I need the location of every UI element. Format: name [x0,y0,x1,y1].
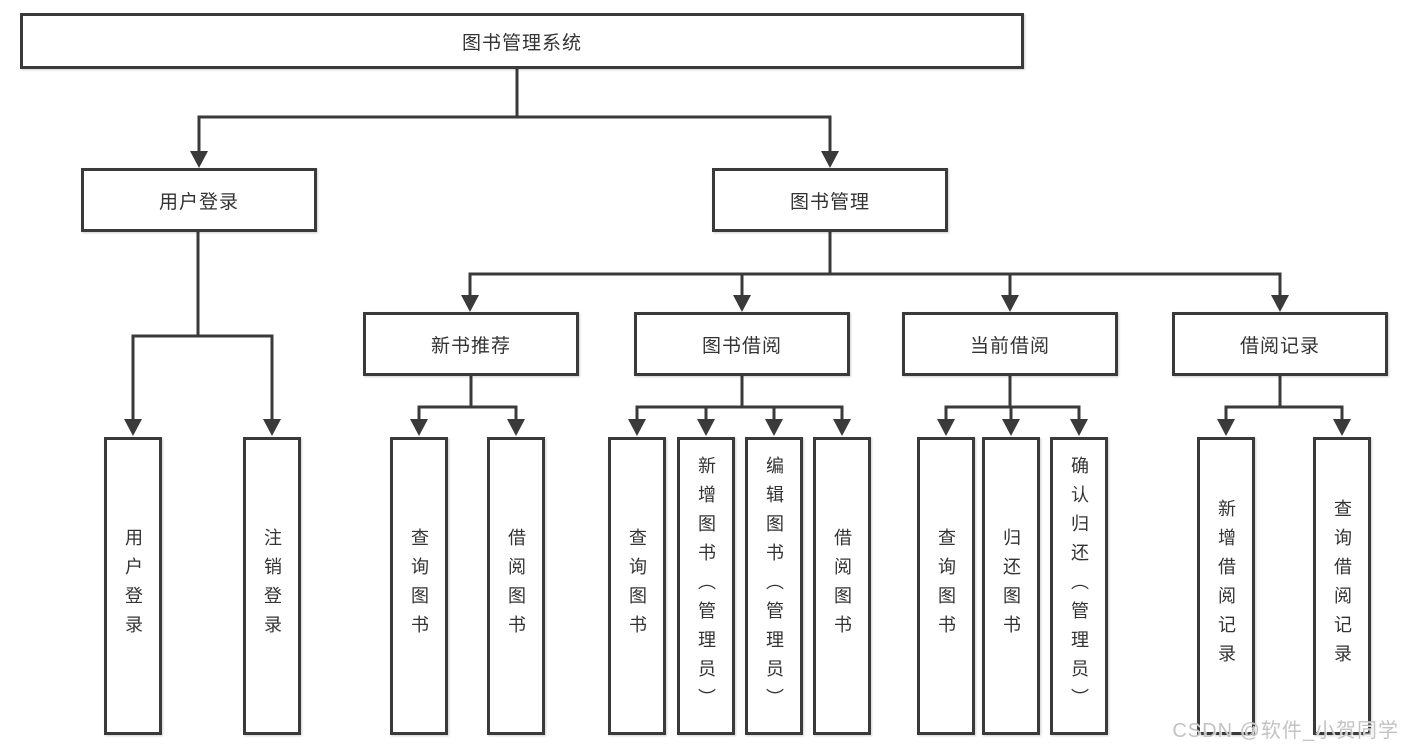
connector-borrow-records [1224,376,1344,421]
node-current-borrow-label: 当前借阅 [969,335,1050,357]
leaf-borrow-books: 借阅图书 [813,437,871,735]
arrow-down-icon [1002,419,1020,436]
arrow-down-icon [124,419,142,436]
arrow-down-icon [833,419,851,436]
leaf-recommend-query-books: 查询图书 [390,437,448,735]
node-root: 图书管理系统 [20,13,1024,69]
arrow-down-icon [263,419,281,436]
arrow-down-icon [461,295,479,312]
leaf-return-books: 归还图书 [982,437,1040,735]
leaf-current-query-books: 查询图书 [917,437,975,735]
arrow-down-icon [1217,419,1235,436]
leaf-query-borrow-record-label: 查询借阅记录 [1332,499,1352,673]
connector-book-management [468,232,1282,297]
leaf-borrow-books-label: 借阅图书 [832,528,852,644]
connector-new-book-recommend [417,376,518,421]
arrow-down-icon [1271,295,1289,312]
arrow-down-icon [1333,419,1351,436]
csdn-watermark: CSDN @软件_小贺同学 [1172,720,1399,742]
arrow-down-icon [733,295,751,312]
node-current-borrow: 当前借阅 [902,312,1118,376]
leaf-add-borrow-record: 新增借阅记录 [1197,437,1255,735]
leaf-user-login: 用户登录 [104,437,162,735]
arrow-down-icon [190,151,208,168]
connector-book-borrow [635,376,844,421]
node-new-book-recommend: 新书推荐 [363,312,579,376]
leaf-borrow-query-books-label: 查询图书 [627,528,647,644]
leaf-edit-books-admin: 编辑图书（管理员） [745,437,803,735]
arrow-down-icon [697,419,715,436]
leaf-return-books-label: 归还图书 [1001,528,1021,644]
leaf-logout-label: 注销登录 [262,528,282,644]
leaf-recommend-query-books-label: 查询图书 [409,528,429,644]
node-book-management-label: 图书管理 [789,191,870,213]
arrow-down-icon [765,419,783,436]
node-borrow-records-label: 借阅记录 [1239,335,1320,357]
leaf-add-borrow-record-label: 新增借阅记录 [1216,499,1236,673]
leaf-confirm-return-admin-label: 确认归还（管理员） [1069,455,1089,717]
arrow-down-icon [1070,419,1088,436]
arrow-down-icon [628,419,646,436]
leaf-add-books-admin: 新增图书（管理员） [677,437,735,735]
connector-current-borrow [944,376,1081,421]
node-book-borrow-label: 图书借阅 [701,335,782,357]
connector-user-login [131,232,274,421]
arrow-down-icon [1001,295,1019,312]
node-book-borrow: 图书借阅 [634,312,850,376]
node-book-management: 图书管理 [712,168,948,232]
node-user-login: 用户登录 [81,168,317,232]
arrow-down-icon [410,419,428,436]
leaf-confirm-return-admin: 确认归还（管理员） [1050,437,1108,735]
node-borrow-records: 借阅记录 [1172,312,1388,376]
node-new-book-recommend-label: 新书推荐 [430,335,511,357]
leaf-edit-books-admin-label: 编辑图书（管理员） [764,455,784,717]
connector-root [197,69,832,152]
leaf-user-login-label: 用户登录 [123,528,143,644]
node-user-login-label: 用户登录 [158,191,239,213]
leaf-current-query-books-label: 查询图书 [936,528,956,644]
leaf-query-borrow-record: 查询借阅记录 [1313,437,1371,735]
arrow-down-icon [507,419,525,436]
arrow-down-icon [821,151,839,168]
leaf-recommend-borrow-books-label: 借阅图书 [506,528,526,644]
arrow-down-icon [937,419,955,436]
leaf-add-books-admin-label: 新增图书（管理员） [696,455,716,717]
leaf-recommend-borrow-books: 借阅图书 [487,437,545,735]
node-root-label: 图书管理系统 [461,32,582,54]
leaf-logout: 注销登录 [243,437,301,735]
leaf-borrow-query-books: 查询图书 [608,437,666,735]
